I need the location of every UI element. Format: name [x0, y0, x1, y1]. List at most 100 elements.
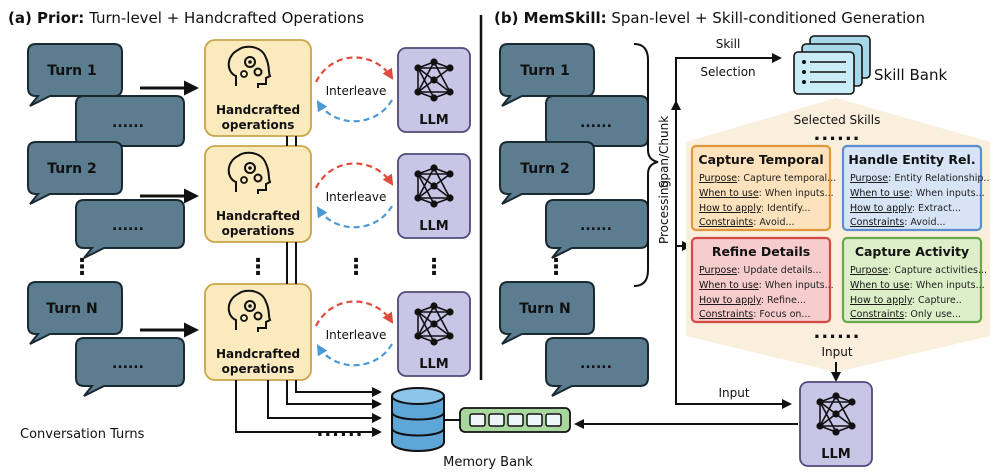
- skill-row: Constraints: Focus on...: [699, 309, 810, 320]
- left-turn-1-label: Turn 1: [47, 63, 96, 79]
- skill-row: When to use: When inputs...: [850, 280, 985, 291]
- skill-word-label: Skill: [716, 37, 741, 51]
- skill-row: Constraints: Avoid...: [850, 217, 946, 228]
- left-vdots-interleave: ⋮: [345, 255, 367, 280]
- left-ellipsis-text-3: ......: [112, 356, 144, 372]
- skill-selection-arrow: [675, 53, 782, 102]
- interleave-blue-arrow-1: [316, 99, 393, 123]
- skill-row: Constraints: Only use...: [850, 309, 961, 320]
- right-turn-1-bubble: Turn 1: [499, 43, 595, 107]
- skill-card-handle-entity: Handle Entity Rel. Purpose: Entity Relat…: [841, 144, 989, 232]
- skill-title: Capture Activity: [855, 244, 969, 259]
- skill-card-capture-activity: Capture Activity Purpose: Capture activi…: [841, 236, 987, 324]
- handcrafted-line1: Handcrafted: [216, 209, 300, 223]
- skill-row: Purpose: Entity Relationship..: [850, 173, 989, 184]
- handcrafted-line1: Handcrafted: [216, 103, 300, 117]
- memory-ellipsis: ......: [316, 420, 363, 441]
- llm-label-3: LLM: [419, 357, 449, 372]
- llm-label-1: LLM: [419, 113, 449, 128]
- selected-skills-label: Selected Skills: [794, 113, 881, 127]
- hex-input-label: Input: [821, 345, 852, 359]
- skill-row: How to apply: Capture..: [850, 295, 962, 306]
- interleave-blue-arrow-3: [316, 343, 393, 367]
- handcrafted-box-1: Handcrafted operations: [204, 39, 312, 137]
- interleave-red-arrow-1: [315, 56, 394, 83]
- left-vdots-ops: ⋮: [247, 255, 269, 280]
- memory-arrow-c: [286, 380, 382, 409]
- right-vdots-turns: ⋮: [545, 255, 567, 280]
- skill-row: How to apply: Extract...: [850, 203, 961, 214]
- interleave-blue-arrow-2: [316, 205, 393, 229]
- left-turn-n-label: Turn N: [46, 301, 97, 317]
- right-ellipsis-text-1: ......: [580, 115, 612, 131]
- span-chunk-label: Span/Chunk: [657, 116, 671, 188]
- handcrafted-line1: Handcrafted: [216, 347, 300, 361]
- skill-card-refine-details: Refine Details Purpose: Update details..…: [690, 236, 834, 324]
- right-ellipsis-text-3: ......: [580, 356, 612, 372]
- skill-title: Handle Entity Rel.: [848, 152, 975, 167]
- skill-row: Constraints: Avoid...: [699, 217, 795, 228]
- interleave-label-1: Interleave: [326, 84, 387, 98]
- left-ellipsis-text-1: ......: [112, 115, 144, 131]
- left-ellipsis-bubble-2: ......: [75, 199, 185, 259]
- right-turn-1-label: Turn 1: [520, 63, 569, 79]
- skill-card-capture-temporal: Capture Temporal Purpose: Capture tempor…: [690, 144, 836, 232]
- handcrafted-line2: operations: [222, 118, 295, 132]
- handcrafted-box-2: Handcrafted operations: [204, 145, 312, 243]
- right-llm-box: LLM: [799, 381, 873, 467]
- memory-arrow-b: [267, 380, 382, 423]
- left-turn-2-label: Turn 2: [47, 161, 96, 177]
- right-turn-2-label: Turn 2: [520, 161, 569, 177]
- left-vdots-turns: ⋮: [71, 255, 93, 280]
- skill-row: Purpose: Capture temporal...: [699, 173, 836, 184]
- skill-row: How to apply: Refine...: [699, 295, 806, 306]
- llm-box-3: LLM: [397, 291, 471, 377]
- right-panel-title: (b) MemSkill: Span-level + Skill-conditi…: [494, 9, 925, 27]
- right-turn-2-bubble: Turn 2: [499, 141, 595, 205]
- hex-dots-top: ......: [813, 124, 860, 145]
- skill-bank-icon: [793, 35, 871, 95]
- input-to-llm-arrow: [675, 260, 792, 409]
- input-arrow-label: Input: [718, 386, 749, 400]
- processing-label: Processing: [657, 180, 671, 244]
- hex-dots-bottom: ......: [813, 322, 860, 343]
- memory-arrow-d: [295, 380, 382, 397]
- skill-title: Capture Temporal: [698, 152, 823, 167]
- skill-row: When to use: When inputs...: [850, 188, 985, 199]
- interleave-red-arrow-3: [315, 300, 394, 327]
- left-panel-title: (a) Prior: Turn-level + Handcrafted Oper…: [8, 9, 364, 27]
- left-ellipsis-bubble-3: ......: [75, 337, 185, 397]
- right-ellipsis-bubble-3: ......: [545, 337, 649, 397]
- skill-row: When to use: When inputs...: [699, 280, 834, 291]
- interleave-label-2: Interleave: [326, 190, 387, 204]
- left-turn-1-bubble: Turn 1: [27, 43, 123, 107]
- right-turn-n-label: Turn N: [519, 301, 570, 317]
- skill-row: Purpose: Update details...: [699, 265, 822, 276]
- right-ellipsis-bubble-2: ......: [545, 199, 649, 259]
- memory-bank-database-icon: [391, 387, 445, 452]
- left-turn-2-bubble: Turn 2: [27, 141, 123, 205]
- selection-word-label: Selection: [700, 65, 755, 79]
- handcrafted-line2: operations: [222, 224, 295, 238]
- memory-bank-label: Memory Bank: [443, 455, 533, 470]
- llm-label-2: LLM: [419, 219, 449, 234]
- skill-title: Refine Details: [712, 244, 810, 259]
- left-turn-n-bubble: Turn N: [27, 281, 123, 345]
- right-ellipsis-text-2: ......: [580, 218, 612, 234]
- llm-box-2: LLM: [397, 153, 471, 239]
- conversation-turns-label: Conversation Turns: [20, 427, 145, 442]
- skill-row: Purpose: Capture activities...: [850, 265, 987, 276]
- left-vdots-llm: ⋮: [423, 255, 445, 280]
- handcrafted-box-3: Handcrafted operations: [204, 283, 312, 381]
- skill-row: When to use: When inputs...: [699, 188, 834, 199]
- interleave-label-3: Interleave: [326, 328, 387, 342]
- handcrafted-line2: operations: [222, 362, 295, 376]
- left-ellipsis-text-2: ......: [112, 218, 144, 234]
- memory-slots-icon: [459, 407, 571, 433]
- span-brace: [633, 43, 659, 287]
- skill-row: How to apply: Identify...: [699, 203, 811, 214]
- skill-bank-label: Skill Bank: [874, 66, 947, 84]
- interleave-red-arrow-2: [315, 162, 394, 189]
- right-llm-label: LLM: [821, 447, 851, 462]
